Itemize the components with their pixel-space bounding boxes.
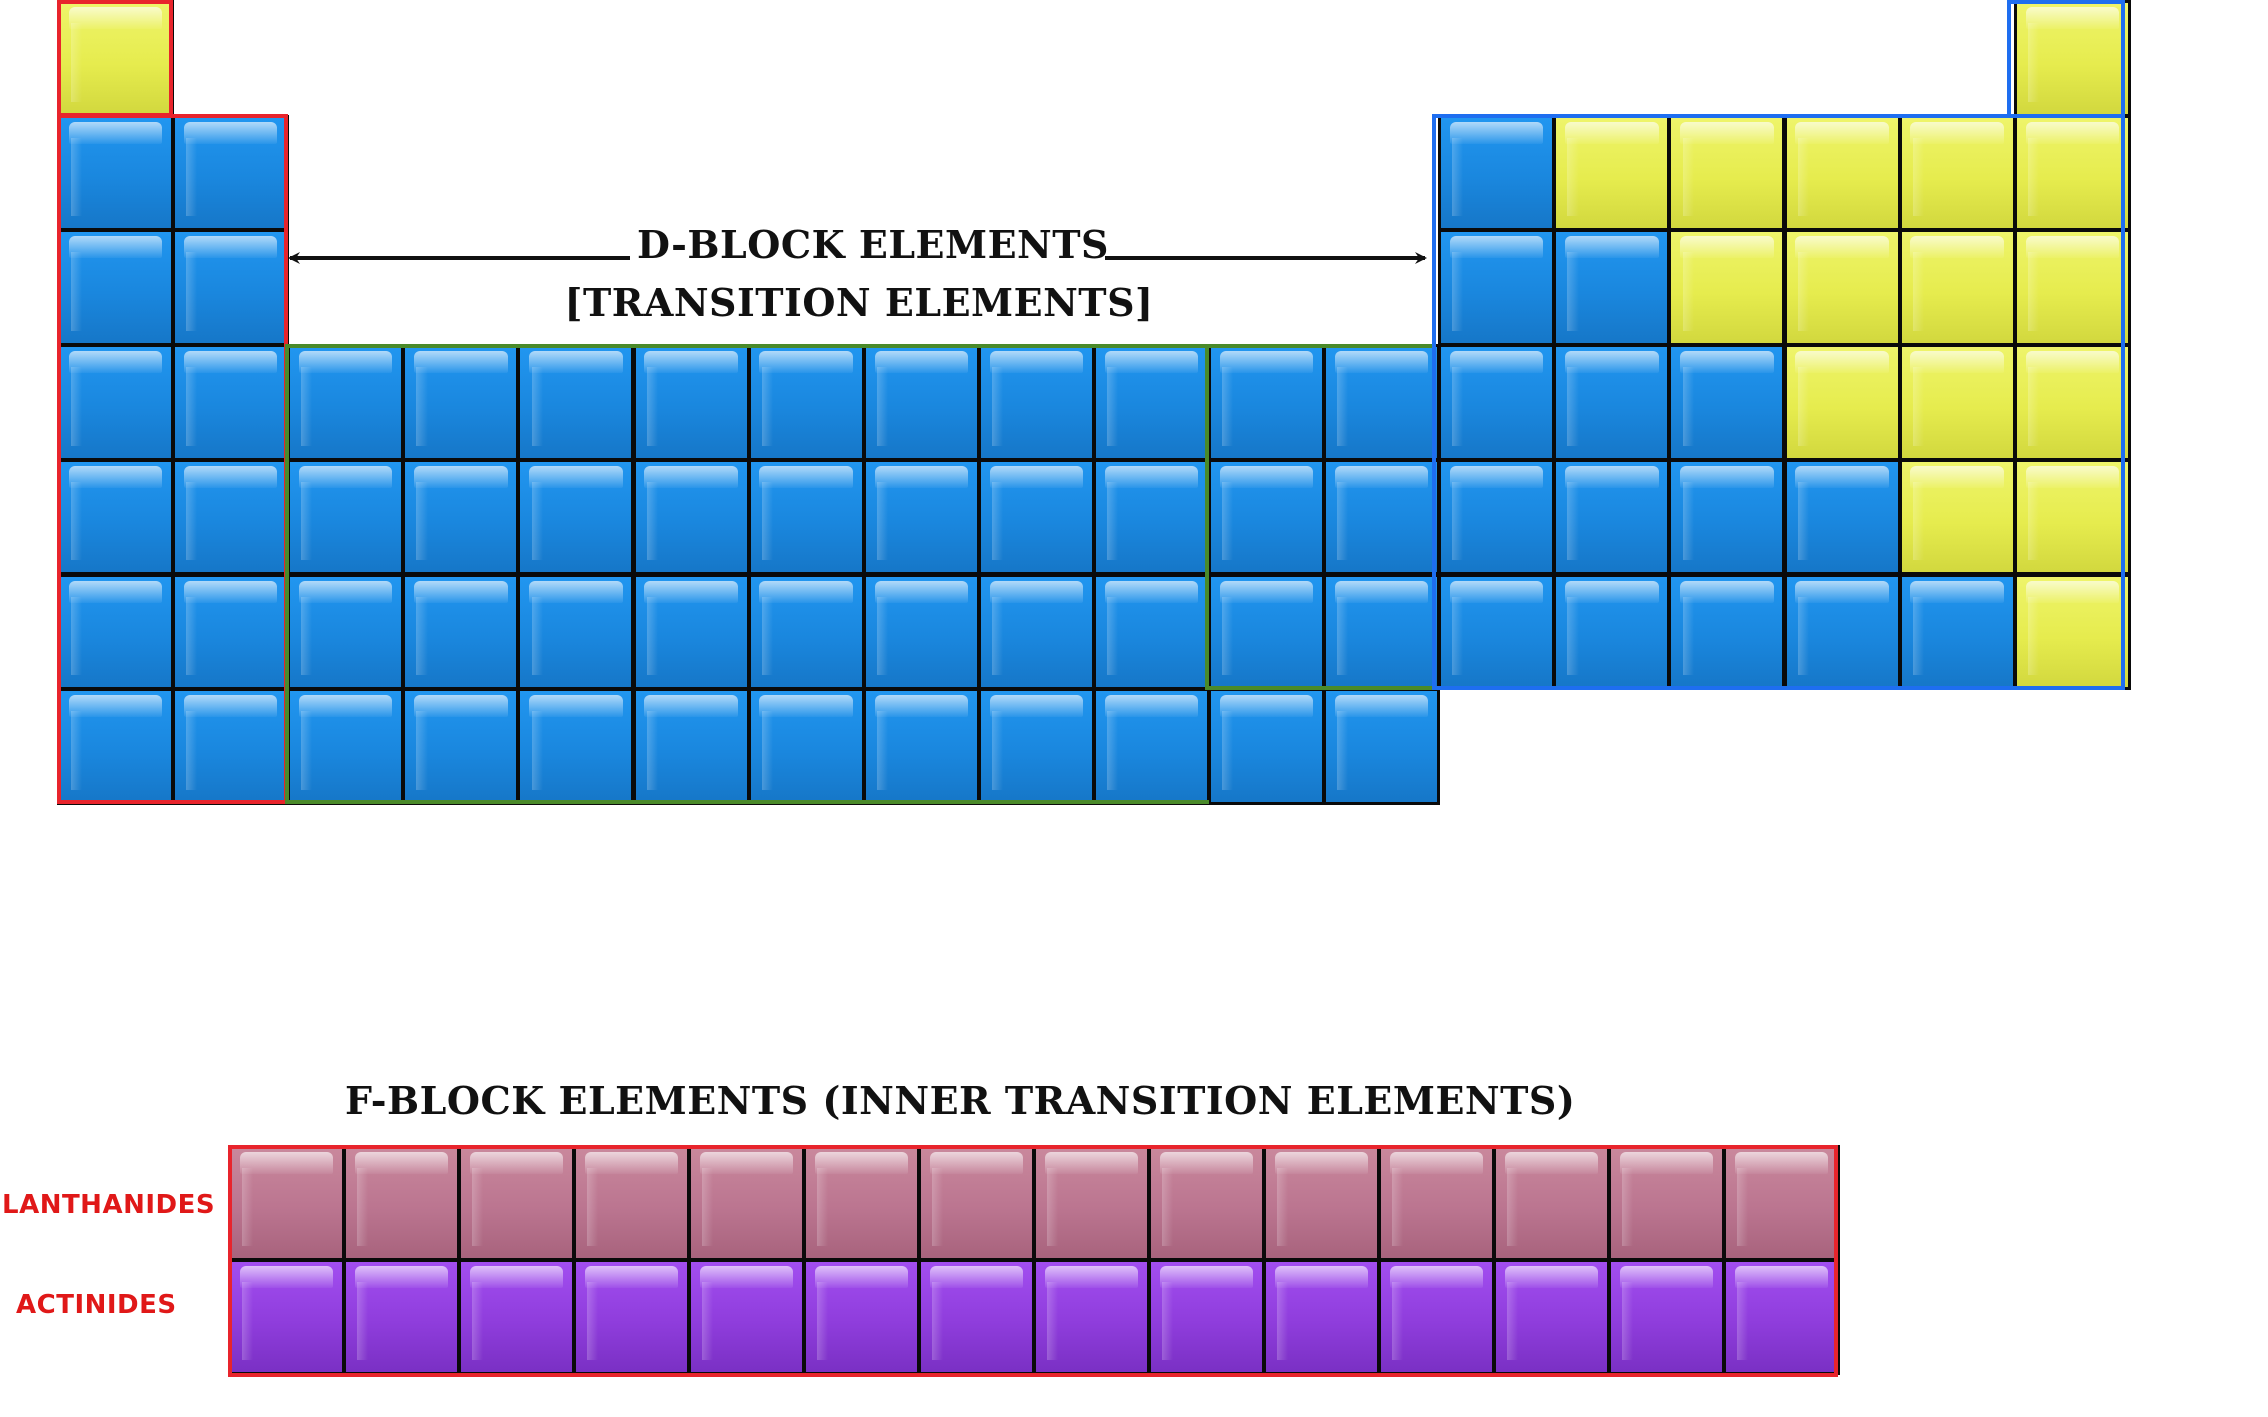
d-block-title: D-BLOCK ELEMENTS bbox=[637, 222, 1109, 267]
element-cell-p2-g16 bbox=[1783, 114, 1901, 232]
element-cell-p3-g14 bbox=[1553, 229, 1671, 347]
element-cell-p7-g7 bbox=[747, 688, 865, 805]
element-cell-p4-g18 bbox=[2013, 344, 2131, 461]
element-cell-p5-g11 bbox=[1208, 458, 1326, 576]
element-cell-p3-g17 bbox=[1898, 229, 2016, 347]
actinide-cell bbox=[1723, 1259, 1840, 1375]
element-cell-p7-g10 bbox=[1092, 688, 1210, 805]
actinide-cell bbox=[918, 1259, 1035, 1375]
element-cell-p3-g16 bbox=[1783, 229, 1901, 347]
element-cell-p5-g2 bbox=[172, 458, 290, 576]
element-cell-p5-g6 bbox=[632, 458, 750, 576]
element-cell-p4-g13 bbox=[1438, 344, 1556, 461]
element-cell-p5-g16 bbox=[1783, 458, 1901, 576]
element-cell-p3-g1 bbox=[57, 229, 175, 347]
actinide-cell bbox=[1033, 1259, 1150, 1375]
lanthanide-cell bbox=[1263, 1145, 1380, 1261]
element-cell-p4-g2 bbox=[172, 344, 290, 461]
element-cell-p7-g9 bbox=[977, 688, 1095, 805]
element-cell-p2-g17 bbox=[1898, 114, 2016, 232]
element-cell-p6-g11 bbox=[1208, 573, 1326, 691]
element-cell-p7-g8 bbox=[862, 688, 980, 805]
lanthanide-cell bbox=[228, 1145, 345, 1261]
actinide-cell bbox=[1378, 1259, 1495, 1375]
element-cell-p3-g18 bbox=[2013, 229, 2131, 347]
element-cell-p6-g6 bbox=[632, 573, 750, 691]
lanthanide-cell bbox=[1033, 1145, 1150, 1261]
element-cell-p5-g12 bbox=[1323, 458, 1441, 576]
element-cell-p6-g4 bbox=[402, 573, 520, 691]
element-cell-p4-g17 bbox=[1898, 344, 2016, 461]
element-cell-p5-g3 bbox=[287, 458, 405, 576]
element-cell-p6-g12 bbox=[1323, 573, 1441, 691]
element-cell-p5-g8 bbox=[862, 458, 980, 576]
element-cell-p6-g13 bbox=[1438, 573, 1556, 691]
element-cell-p5-g5 bbox=[517, 458, 635, 576]
element-cell-p2-g14 bbox=[1553, 114, 1671, 232]
element-cell-p4-g1 bbox=[57, 344, 175, 461]
element-cell-p6-g18 bbox=[2013, 573, 2131, 691]
element-cell-p6-g5 bbox=[517, 573, 635, 691]
element-cell-p3-g2 bbox=[172, 229, 290, 347]
lanthanide-cell bbox=[1493, 1145, 1610, 1261]
element-cell-p4-g11 bbox=[1208, 344, 1326, 461]
element-cell-p5-g17 bbox=[1898, 458, 2016, 576]
element-cell-p4-g16 bbox=[1783, 344, 1901, 461]
element-cell-p5-g18 bbox=[2013, 458, 2131, 576]
element-cell-p6-g2 bbox=[172, 573, 290, 691]
element-cell-p6-g8 bbox=[862, 573, 980, 691]
element-cell-p6-g16 bbox=[1783, 573, 1901, 691]
element-cell-p5-g14 bbox=[1553, 458, 1671, 576]
element-cell-p7-g12 bbox=[1323, 688, 1441, 805]
element-cell-p6-g17 bbox=[1898, 573, 2016, 691]
element-cell-p4-g14 bbox=[1553, 344, 1671, 461]
actinide-cell bbox=[688, 1259, 805, 1375]
element-cell-p5-g1 bbox=[57, 458, 175, 576]
element-cell-p4-g3 bbox=[287, 344, 405, 461]
element-cell-p6-g15 bbox=[1668, 573, 1786, 691]
actinide-cell bbox=[1608, 1259, 1725, 1375]
actinide-cell bbox=[458, 1259, 575, 1375]
element-cell-p7-g4 bbox=[402, 688, 520, 805]
element-cell-p6-g9 bbox=[977, 573, 1095, 691]
d-block-subtitle: [TRANSITION ELEMENTS] bbox=[564, 280, 1154, 325]
actinide-cell bbox=[573, 1259, 690, 1375]
element-cell-p1-g1 bbox=[57, 0, 175, 117]
element-cell-p4-g4 bbox=[402, 344, 520, 461]
element-cell-p3-g13 bbox=[1438, 229, 1556, 347]
lanthanide-cell bbox=[573, 1145, 690, 1261]
lanthanides-label: LANTHANIDES bbox=[2, 1190, 216, 1220]
element-cell-p7-g2 bbox=[172, 688, 290, 805]
actinide-cell bbox=[1493, 1259, 1610, 1375]
element-cell-p6-g14 bbox=[1553, 573, 1671, 691]
actinides-label: ACTINIDES bbox=[16, 1290, 177, 1320]
element-cell-p5-g15 bbox=[1668, 458, 1786, 576]
element-cell-p4-g7 bbox=[747, 344, 865, 461]
actinide-cell bbox=[1263, 1259, 1380, 1375]
f-block-title: F-BLOCK ELEMENTS (INNER TRANSITION ELEME… bbox=[345, 1078, 1576, 1123]
lanthanide-cell bbox=[1378, 1145, 1495, 1261]
actinide-cell bbox=[1148, 1259, 1265, 1375]
element-cell-p7-g6 bbox=[632, 688, 750, 805]
